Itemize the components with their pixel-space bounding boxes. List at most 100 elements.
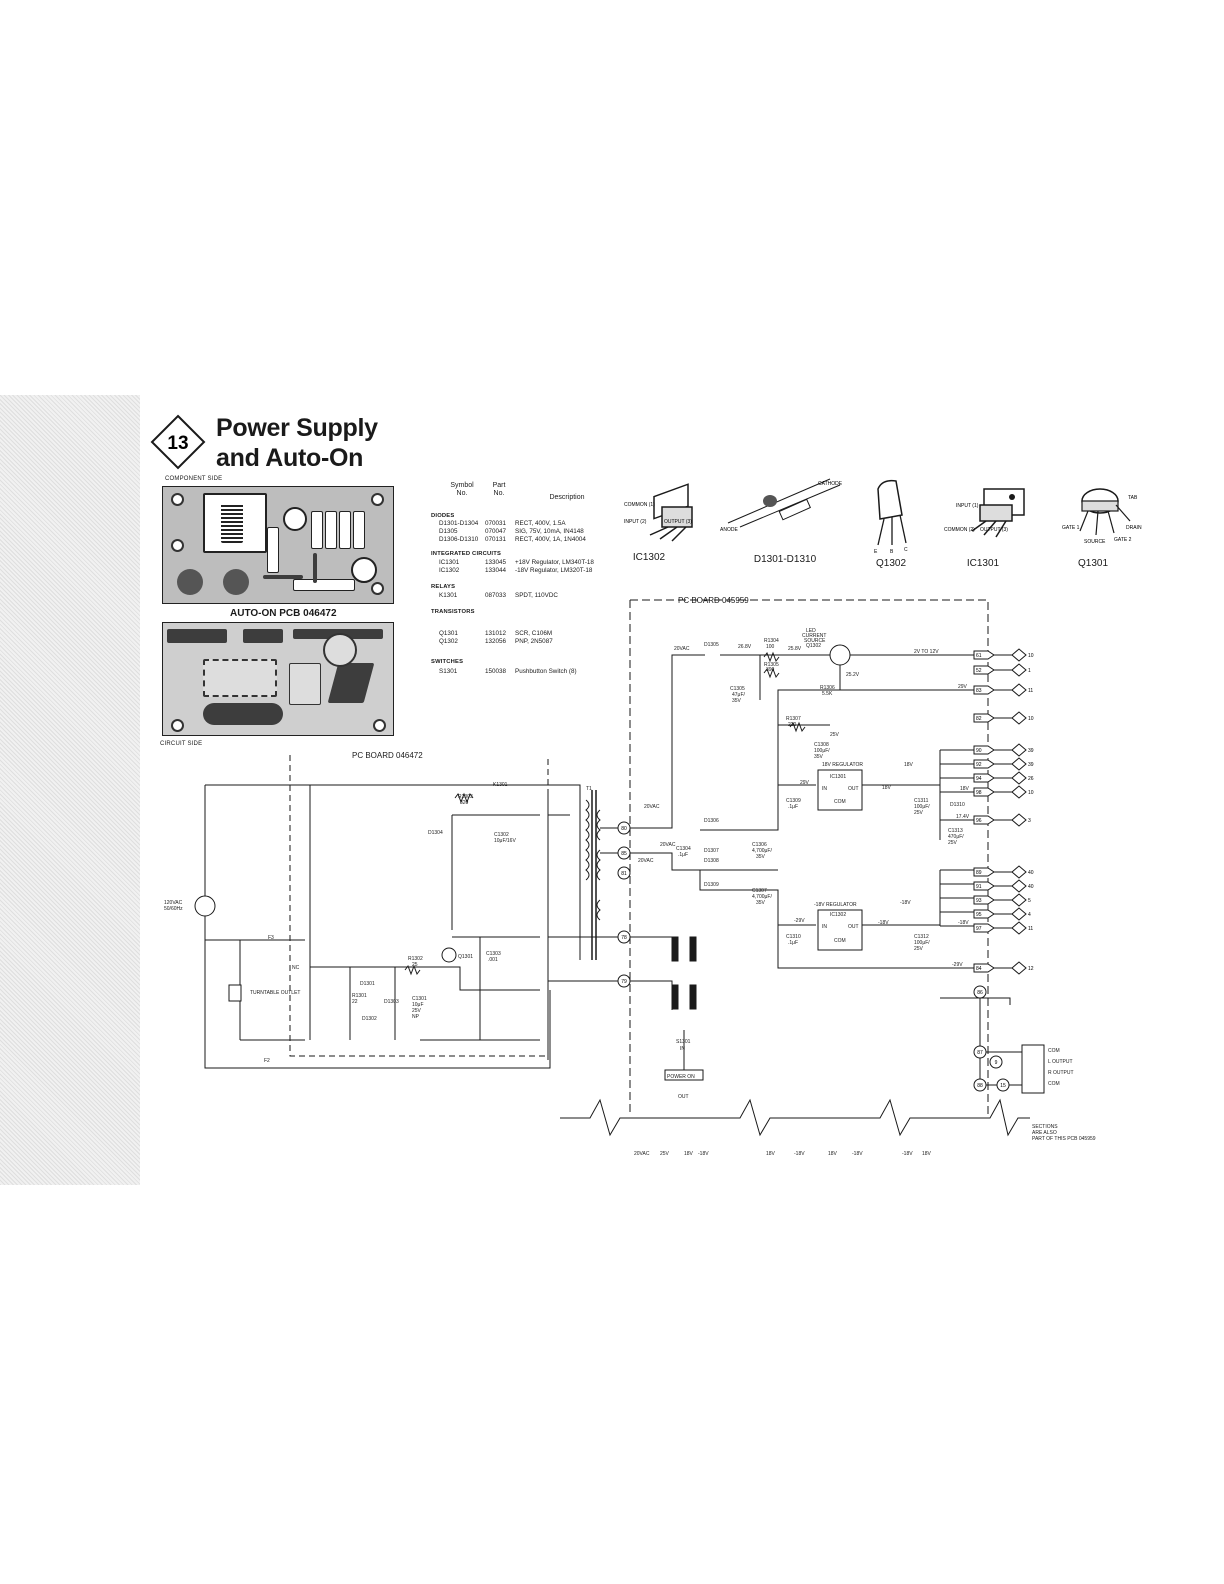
regulator-neg-com: COM (834, 938, 846, 944)
section-number-diamond: 13 (150, 414, 206, 470)
d1303-label: D1303 (384, 999, 399, 1005)
pcb-connector (177, 569, 203, 595)
connector-label: COM (1048, 1048, 1060, 1054)
page-title-line2: and Auto-On (216, 444, 364, 472)
voltage-label: 25V (830, 732, 840, 738)
voltage-label: -29V (794, 918, 805, 924)
pin-label: C (904, 547, 908, 553)
terminal-arrow (973, 773, 995, 783)
category-diodes: DIODES (431, 513, 455, 519)
terminal-node-number: 98 (976, 790, 982, 796)
auto-on-wire (309, 785, 540, 1040)
terminal-destination: 4 (1028, 912, 1031, 918)
auto-on-wire (451, 814, 540, 938)
turntable-outlet-box (228, 984, 242, 1002)
part-description: SCR, C106M (515, 630, 553, 637)
c1310-label: C1310 (786, 934, 801, 940)
r1302-value: 25 (412, 962, 418, 968)
pc-board-main-label: PC BOARD 045959 (678, 596, 749, 605)
schematic-node-circle (617, 974, 631, 988)
c1312-value: 100μF/ (914, 940, 930, 946)
resistor-r1303 (267, 527, 279, 573)
part-description: SPDT, 110VDC (515, 592, 558, 599)
c1304-label: C1304 (676, 846, 691, 852)
terminal-destination-diamond (1011, 663, 1027, 677)
pcb-pad (171, 493, 184, 506)
ic1301-package: INPUT (1) COMMON (2) OUTPUT (3) (944, 488, 1025, 538)
schematic-node-circle (617, 846, 631, 860)
regulator-pos-com: COM (834, 799, 846, 805)
component-outline (289, 663, 321, 705)
connector-label: COM (1048, 1081, 1060, 1087)
regulator-neg-title: -18V REGULATOR (814, 902, 857, 908)
d1302-label: D1302 (362, 1016, 377, 1022)
part-symbol: D1306-D1310 (439, 536, 479, 543)
c1308-value: 100μF/ (814, 748, 830, 754)
transformer-secondary-coil (596, 809, 601, 921)
k1301-label: K1301 (493, 782, 508, 788)
c1309-value: .1μF (788, 804, 798, 810)
pin-label: COMMON (2) (944, 527, 975, 533)
mains-plug-symbol (194, 895, 216, 917)
part-symbol: IC1301 (439, 559, 460, 566)
terminal-arrow (973, 909, 995, 919)
section-number: 13 (167, 433, 188, 454)
switch-label: IN (680, 1046, 685, 1052)
part-description: RECT, 400V, 1.5A (515, 520, 566, 527)
voltage-label: -18V (878, 920, 889, 926)
transformer-primary-wire (548, 784, 620, 982)
terminal-arrow (973, 815, 995, 825)
terminal-node-number: 84 (976, 966, 982, 972)
switch-contact (671, 936, 679, 962)
ic1301-caption: IC1301 (966, 558, 1000, 569)
circuit-side-label: CIRCUIT SIDE (160, 741, 203, 747)
c1305-voltage: 35V (732, 698, 742, 704)
terminal-node-number: 97 (976, 926, 982, 932)
r1301-label: R1301 (352, 993, 367, 999)
pcb-trace (327, 663, 375, 703)
q1301-label: Q1301 (458, 954, 473, 960)
neg-regulator-wire (778, 869, 988, 927)
terminal-destination-diamond (1011, 865, 1027, 879)
category-relays: RELAYS (431, 584, 456, 590)
c1307-voltage: 35V (756, 900, 766, 906)
c1309-label: C1309 (786, 798, 801, 804)
terminal-destination-diamond (1011, 757, 1027, 771)
pin-label: E (874, 549, 878, 555)
terminal-destination-diamond (1011, 961, 1027, 975)
r1301-value: 22 (352, 999, 358, 1005)
terminal-arrow (973, 650, 995, 660)
switch-wire (620, 936, 685, 1070)
capacitor-footprint (323, 633, 357, 667)
c1308-label: C1308 (814, 742, 829, 748)
terminal-destination: 11 (1028, 688, 1033, 694)
regulator-pos-title: 18V REGULATOR (822, 762, 863, 768)
relay-coil (221, 503, 243, 543)
pin-label: OUTPUT (3) (980, 527, 1008, 533)
terminal-destination: 11 (1028, 926, 1033, 932)
scanned-edge-shadow (0, 395, 140, 1185)
d1307-label: D1307 (704, 848, 719, 854)
r1303-label: R1303 (458, 794, 473, 800)
r1303-value: 820 (460, 800, 469, 806)
pcb-board-title: AUTO-ON PCB 046472 (230, 608, 337, 619)
terminal-node-number: 94 (976, 776, 982, 782)
c1307-value: 4,700μF/ (752, 894, 772, 900)
part-number: 150038 (485, 668, 507, 675)
part-symbol: S1301 (439, 668, 458, 675)
led-source-wire (720, 654, 988, 700)
schematic-node-number: 78 (621, 935, 627, 941)
resistor-r1304 (763, 651, 780, 663)
pin-label: ANODE (720, 527, 738, 533)
pcb-trace (167, 629, 227, 643)
pin-label: GATE 1 (1062, 525, 1080, 531)
auto-on-board-boundary (289, 755, 549, 1057)
